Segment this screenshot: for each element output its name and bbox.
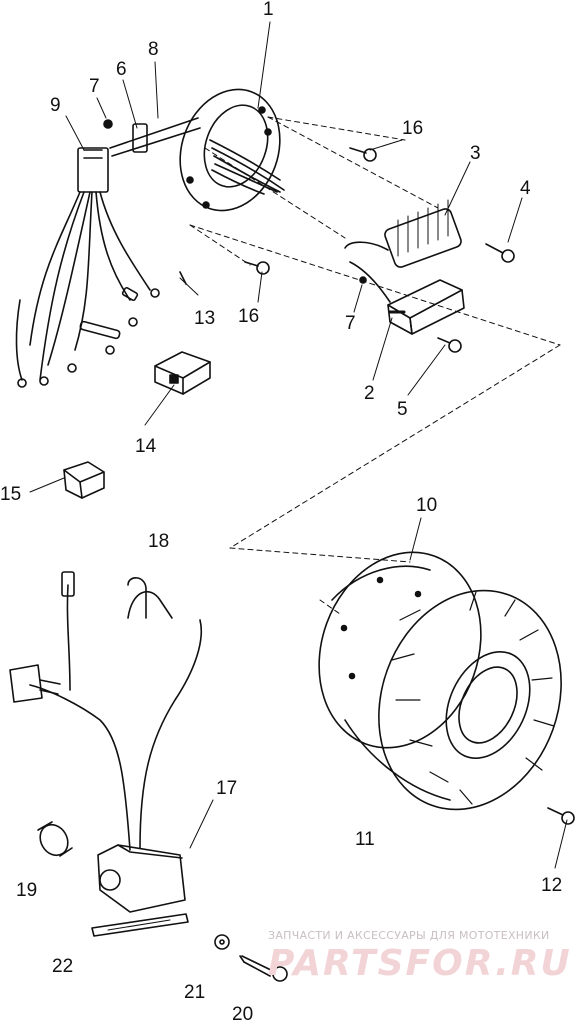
- callout-7-mid: 7: [345, 313, 356, 334]
- module: [349, 261, 465, 335]
- stator-plate: [179, 88, 285, 212]
- callout-9: 9: [50, 95, 61, 116]
- flywheel: [318, 551, 562, 811]
- callout-3: 3: [470, 143, 481, 164]
- callout-16-mid: 16: [238, 306, 260, 327]
- callout-16-top: 16: [402, 118, 424, 139]
- callout-18: 18: [148, 531, 170, 552]
- callout-2: 2: [364, 383, 375, 404]
- bolt-washer: [214, 934, 288, 982]
- callout-12: 12: [541, 875, 563, 896]
- ignition-coil: [9, 571, 203, 937]
- coil: [344, 199, 462, 268]
- callout-7-top: 7: [89, 76, 100, 97]
- callout-21: 21: [184, 982, 206, 1003]
- callout-22: 22: [52, 956, 74, 977]
- spark-cap: [37, 821, 73, 857]
- callout-13: 13: [194, 308, 216, 329]
- callout-17: 17: [216, 778, 238, 799]
- screws: [103, 119, 515, 353]
- assembly-dashed-lines: [189, 116, 561, 615]
- callout-14: 14: [135, 436, 157, 457]
- callout-20: 20: [232, 1004, 254, 1025]
- callout-6: 6: [116, 59, 127, 80]
- callout-10: 10: [416, 495, 438, 516]
- callout-19: 19: [16, 880, 38, 901]
- callout-5: 5: [397, 399, 408, 420]
- callout-15: 15: [0, 484, 22, 505]
- callout-4: 4: [520, 178, 531, 199]
- leader-lines: [29, 21, 568, 869]
- watermark-logo: PARTSFOR.RU: [268, 943, 572, 984]
- small-connector: [63, 461, 105, 499]
- callout-1: 1: [263, 0, 274, 20]
- wire-harness: [15, 117, 201, 381]
- watermark-tagline: ЗАПЧАСТИ И АКСЕССУАРЫ ДЛЯ МОТОТЕХНИКИ: [268, 929, 550, 942]
- connector-block: [154, 351, 211, 395]
- callout-11: 11: [355, 829, 375, 850]
- ring-terminals: [17, 286, 160, 388]
- callout-8: 8: [148, 39, 159, 60]
- flywheel-screw: [547, 807, 575, 825]
